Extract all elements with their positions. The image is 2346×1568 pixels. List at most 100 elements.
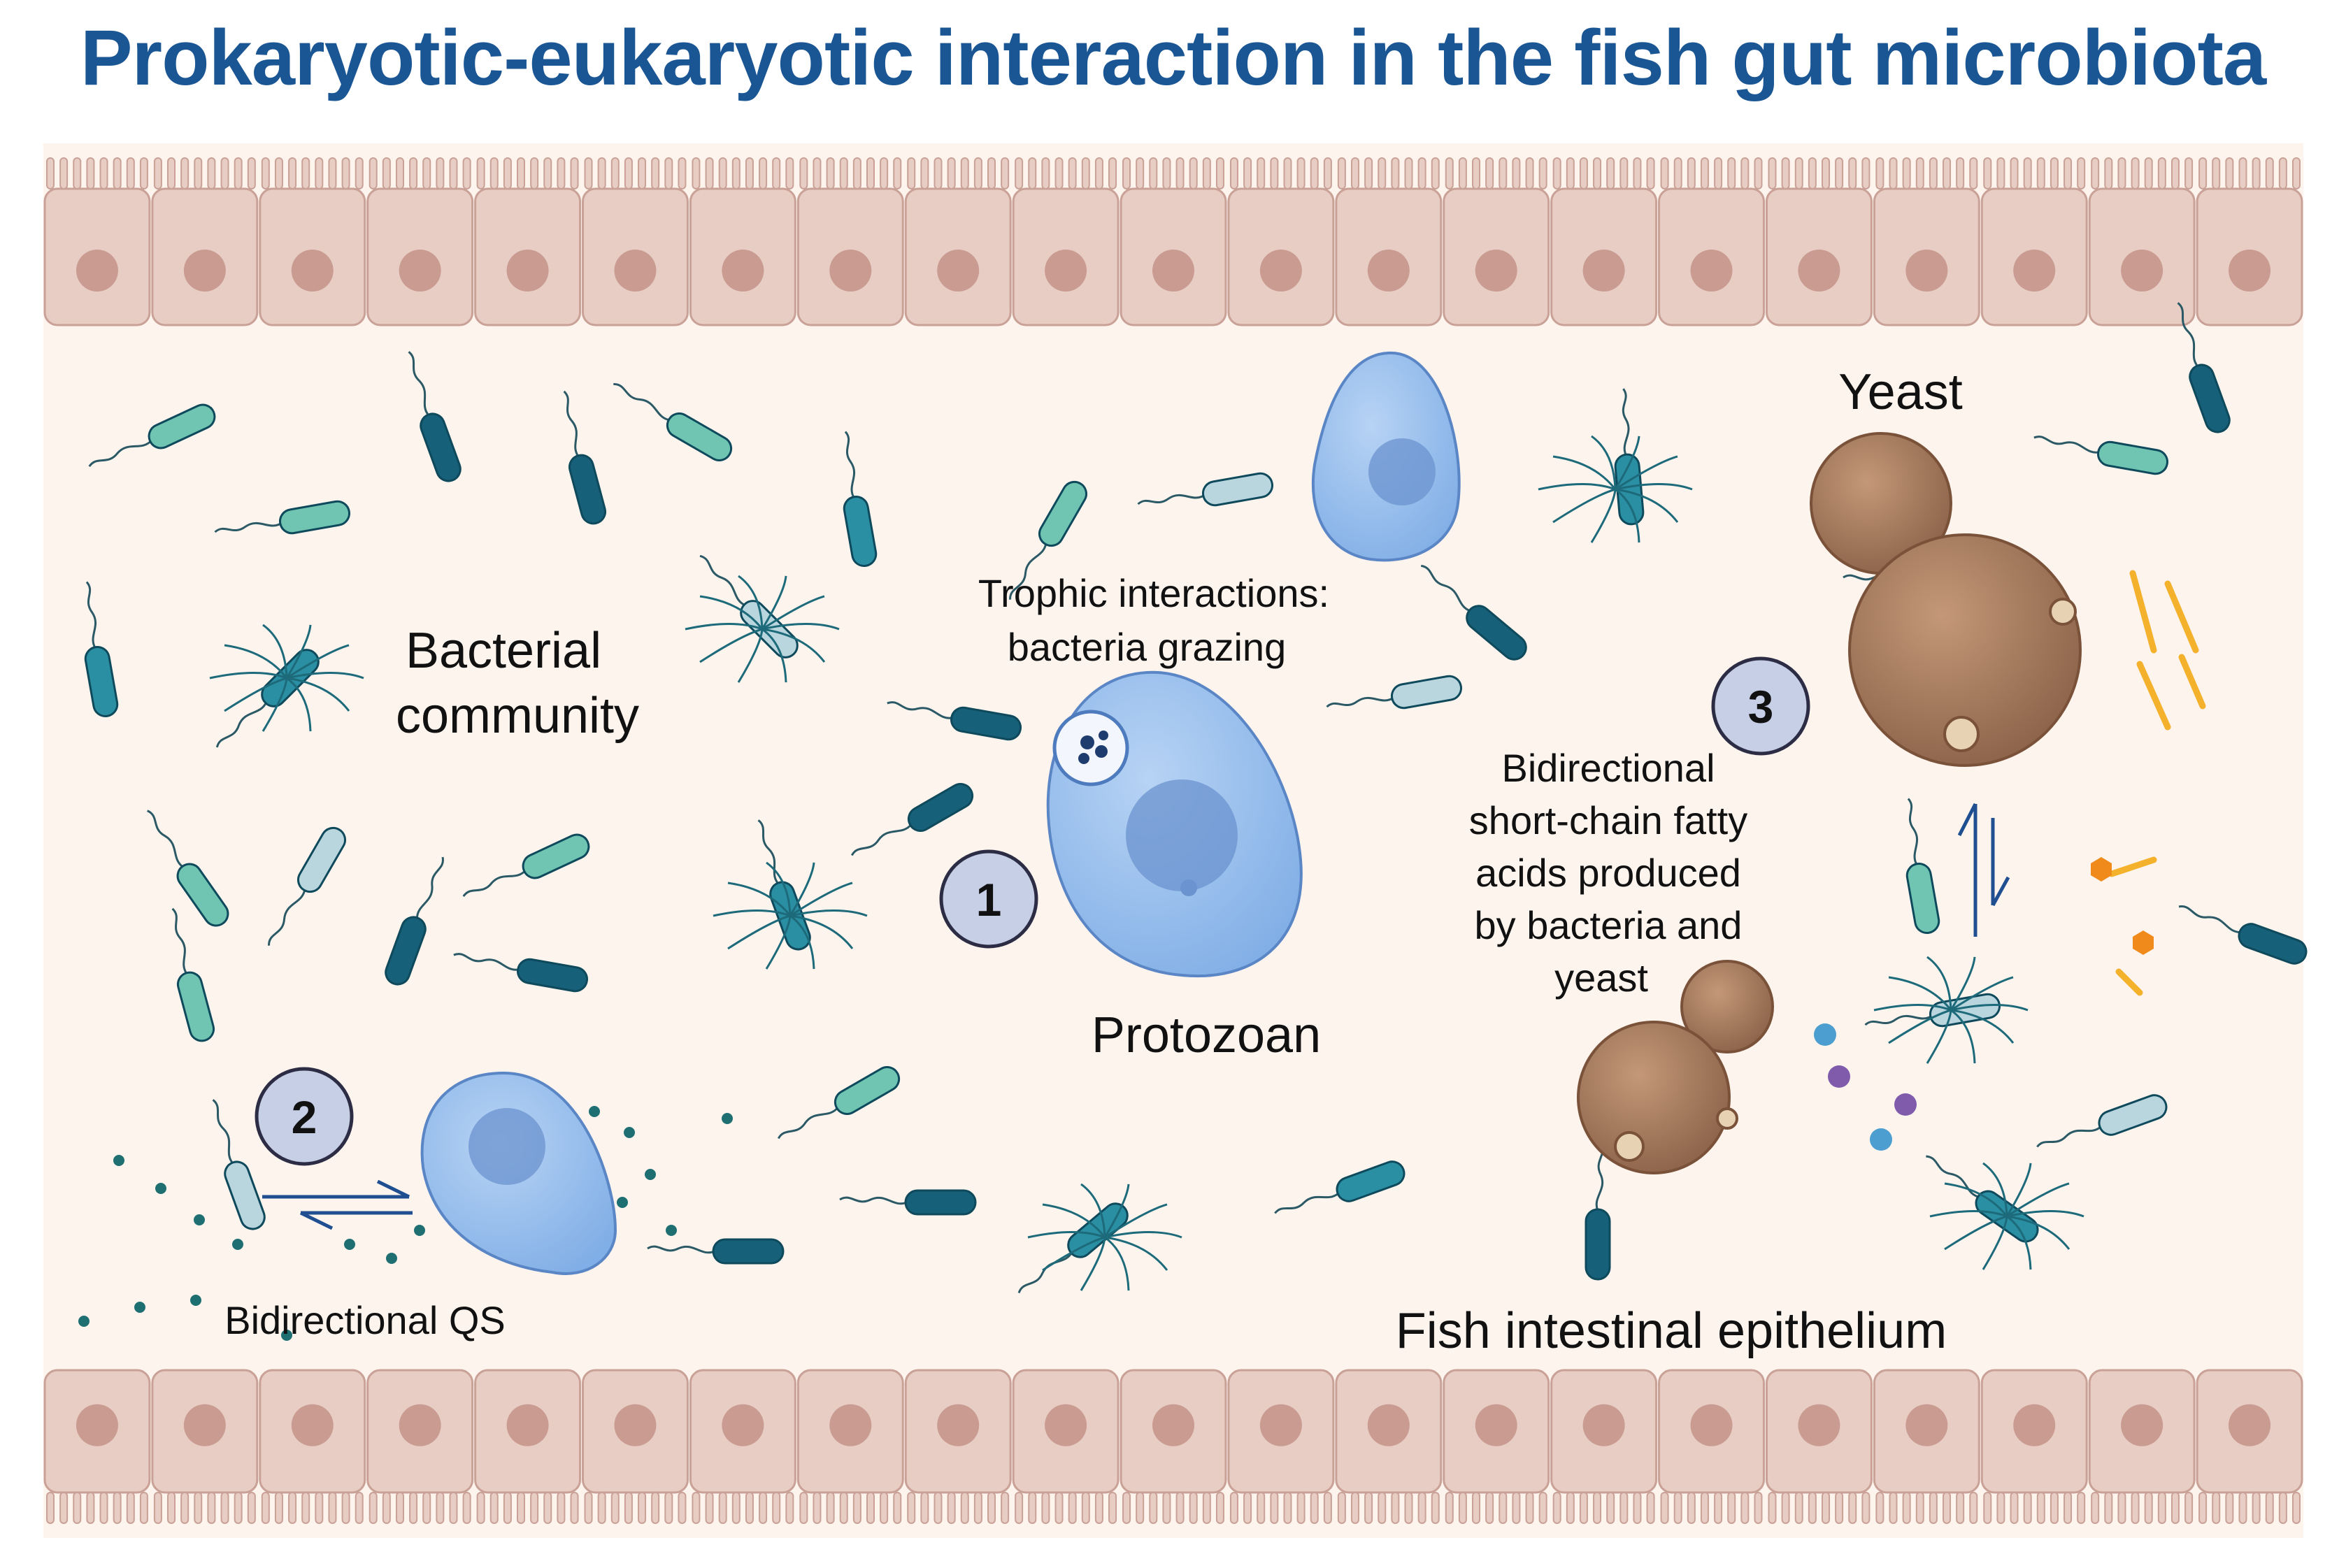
- epithelial-cell: [259, 1369, 366, 1524]
- epithelial-cell: [904, 1369, 1012, 1524]
- flagellated-bacterium: [685, 575, 840, 683]
- epithelial-cell: [43, 1369, 151, 1524]
- bacterium: [1274, 1160, 1406, 1214]
- label-scfa-line4: by bacteria and: [1475, 903, 1743, 947]
- qs-molecule: [232, 1239, 243, 1250]
- cell-nucleus: [722, 250, 764, 292]
- qs-molecule: [155, 1183, 166, 1194]
- epithelial-cell: [1550, 157, 1658, 326]
- label-protozoan: Protozoan: [1092, 1007, 1321, 1063]
- yeast-cells-small: [1577, 960, 1774, 1174]
- epithelial-cell: [1980, 1369, 2088, 1524]
- cell-nucleus: [183, 250, 226, 292]
- label-epithelium: Fish intestinal epithelium: [1396, 1303, 1947, 1359]
- label-bacterial-line2: community: [396, 688, 639, 744]
- cell-nucleus: [2121, 1404, 2163, 1446]
- flagellated-bacterium: [1538, 435, 1693, 543]
- bacterium: [1137, 472, 1273, 507]
- cell-nucleus: [2013, 1404, 2056, 1446]
- bacterium: [1905, 798, 1940, 934]
- bacterium: [268, 826, 346, 946]
- figure-title: Prokaryotic-eukaryotic interaction in th…: [80, 14, 2266, 101]
- bacterium: [408, 351, 462, 482]
- bacterium: [88, 403, 216, 468]
- intestinal-epithelium-top: [43, 157, 2303, 326]
- marker-3: 3: [1711, 656, 1810, 756]
- cell-nucleus: [1905, 250, 1948, 292]
- cell-nucleus: [1367, 1404, 1410, 1446]
- epithelial-cell: [1658, 1369, 1765, 1524]
- epithelial-cell: [1658, 157, 1765, 326]
- epithelial-cell: [366, 157, 474, 326]
- qs-molecule: [113, 1155, 124, 1166]
- cell-nucleus: [1259, 1404, 1302, 1446]
- epithelial-cell: [796, 1369, 904, 1524]
- epithelial-cell: [1873, 157, 1980, 326]
- cell-nucleus: [399, 1404, 441, 1446]
- epithelial-cell: [2088, 1369, 2196, 1524]
- epithelial-cell: [474, 1369, 582, 1524]
- flagellated-bacterium: [209, 624, 364, 732]
- bacterium: [2178, 905, 2308, 965]
- bacterium: [84, 581, 119, 717]
- qs-molecule: [344, 1239, 355, 1250]
- cell-nucleus: [1475, 1404, 1517, 1446]
- epithelial-cell: [1012, 1369, 1120, 1524]
- bacterium: [563, 390, 607, 525]
- bacterium: [212, 1099, 266, 1230]
- qs-molecule: [624, 1127, 635, 1138]
- label-bacterial-line1: Bacterial: [406, 623, 601, 679]
- qs-molecule: [190, 1295, 201, 1306]
- protozoan-cell-qs: [420, 1071, 617, 1275]
- label-scfa-line3: acids produced: [1475, 851, 1741, 895]
- bacterium: [839, 1189, 977, 1216]
- epithelial-cell: [366, 1369, 474, 1524]
- label-trophic-line1: Trophic interactions:: [978, 571, 1329, 615]
- cell-nucleus: [291, 250, 334, 292]
- scfa-molecules: [2108, 570, 2206, 996]
- protozoan-cell-top: [1311, 351, 1461, 562]
- label-scfa-line5: yeast: [1554, 956, 1648, 1000]
- epithelial-cell: [1765, 157, 1873, 326]
- epithelial-cell: [904, 157, 1012, 326]
- epithelial-cell: [2088, 157, 2196, 326]
- label-scfa-line2: short-chain fatty: [1469, 798, 1747, 842]
- qs-molecule: [78, 1316, 90, 1327]
- flagellated-bacterium: [713, 861, 868, 970]
- cell-nucleus: [937, 1404, 980, 1446]
- cell-nucleus: [506, 250, 549, 292]
- cell-nucleus: [399, 250, 441, 292]
- epithelial-cell: [689, 157, 796, 326]
- epithelial-cell: [1227, 1369, 1335, 1524]
- bacterium: [613, 383, 733, 461]
- epithelial-cell: [796, 157, 904, 326]
- microbe-layer: [84, 302, 2308, 1294]
- qs-molecule: [134, 1302, 145, 1313]
- bacterium: [462, 833, 590, 898]
- cell-nucleus: [506, 1404, 549, 1446]
- epithelial-cell: [1120, 1369, 1227, 1524]
- cell-nucleus: [2229, 250, 2271, 292]
- cell-nucleus: [1045, 250, 1087, 292]
- cell-nucleus: [722, 1404, 764, 1446]
- bacterium: [214, 500, 350, 535]
- cell-nucleus: [1690, 250, 1733, 292]
- epithelial-cell: [1873, 1369, 1980, 1524]
- cell-nucleus: [76, 1404, 118, 1446]
- bacterium: [1326, 675, 1462, 710]
- epithelial-cell: [43, 157, 151, 326]
- signal-molecules: [1814, 1023, 1917, 1151]
- qs-molecule: [414, 1225, 425, 1236]
- epithelial-cell: [1443, 157, 1550, 326]
- label-yeast: Yeast: [1838, 364, 1963, 420]
- qs-molecule: [722, 1113, 733, 1124]
- epithelial-cell: [151, 157, 259, 326]
- bacterium: [647, 1238, 785, 1265]
- cell-nucleus: [1798, 250, 1840, 292]
- epithelial-cell: [151, 1369, 259, 1524]
- qs-molecule: [386, 1253, 397, 1264]
- cell-nucleus: [1259, 250, 1302, 292]
- bacterium: [1009, 480, 1087, 600]
- qs-molecule: [194, 1214, 205, 1225]
- qs-molecule: [645, 1169, 656, 1180]
